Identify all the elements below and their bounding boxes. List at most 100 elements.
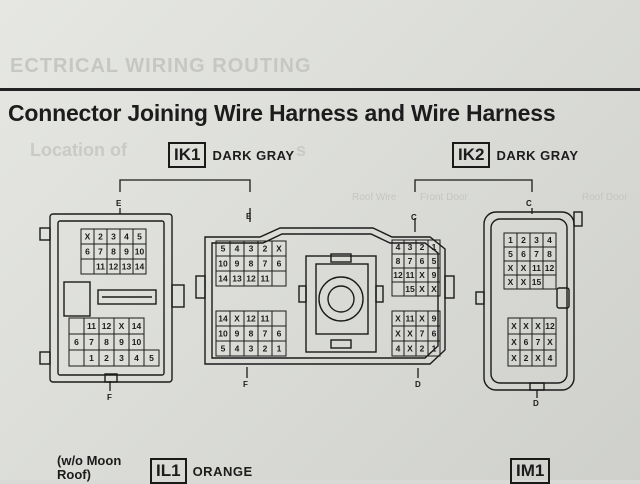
page-title: Connector Joining Wire Harness and Wire … (8, 100, 556, 126)
pin-label: 11 (87, 321, 96, 331)
pin-label: 5 (508, 249, 513, 259)
pin-label: 12 (545, 321, 555, 331)
pin-label: 3 (408, 242, 413, 252)
pin-cell (391, 281, 405, 297)
bracket-lines (109, 179, 538, 398)
il1-note-line2: Roof) (57, 467, 91, 482)
mid-center-bottom-tab (330, 339, 352, 349)
il1-note: (w/o Moon Roof) (57, 454, 121, 482)
pin-label: 15 (405, 284, 415, 294)
connector-label-ik1: IK1 DARK GRAY (168, 142, 295, 168)
pin-label: 10 (218, 329, 228, 339)
pin-label: 11 (532, 263, 541, 273)
pin-label: 12 (545, 263, 555, 273)
pin-label: 8 (111, 247, 116, 257)
pin-label: 1 (277, 344, 282, 354)
pin-label: 7 (420, 329, 425, 339)
mid-inner (211, 233, 439, 359)
ik2-inner (490, 218, 568, 384)
faded-mid-label-2: Front Door (420, 192, 468, 203)
pin-label: X (395, 314, 401, 324)
letter-f-left: F (107, 393, 112, 402)
pin-label: 1 (508, 235, 513, 245)
pin-label: 14 (132, 321, 142, 331)
pin-label: 7 (534, 249, 539, 259)
pin-label: X (419, 284, 425, 294)
pin-label: 6 (277, 259, 282, 269)
pin-label: X (521, 277, 527, 287)
pin-cell (543, 349, 557, 367)
pin-label: X (508, 263, 514, 273)
pin-label: 11 (261, 274, 270, 284)
faded-mid-label-1: Roof Wire (352, 192, 397, 203)
pin-label: 5 (149, 353, 154, 363)
pin-label: X (508, 277, 514, 287)
pin-label: X (511, 353, 517, 363)
pin-label: X (511, 337, 517, 347)
pin-label: 5 (432, 256, 437, 266)
pin-label: 5 (137, 232, 142, 242)
pin-label: X (395, 329, 401, 339)
pin-label: 6 (85, 247, 90, 257)
ik2-latch (556, 287, 570, 309)
pin-label: X (511, 321, 517, 331)
pin-label: 7 (408, 256, 413, 266)
pin-label: 8 (249, 259, 254, 269)
ik1-key-slot (97, 289, 157, 305)
pin-label: 7 (98, 247, 103, 257)
pin-label: X (119, 321, 125, 331)
pin-label: 2 (98, 232, 103, 242)
pin-label: X (535, 353, 541, 363)
pin-label: 8 (396, 256, 401, 266)
pin-label: 14 (218, 314, 228, 324)
mid-tab-left (195, 275, 206, 299)
pin-label: 11 (406, 314, 415, 324)
pin-label: 4 (396, 344, 401, 354)
pin-cell (68, 349, 85, 367)
pin-label: 1 (432, 344, 437, 354)
pin-label: 15 (532, 277, 542, 287)
bracket-ik1 (119, 179, 251, 192)
connector-middle-housing (195, 227, 455, 365)
pin-cell (80, 258, 95, 275)
pin-label: 3 (249, 244, 254, 254)
pin-label: X (521, 263, 527, 273)
pin-label: 10 (132, 337, 142, 347)
mid-tab-right (444, 275, 455, 299)
pin-cell (132, 258, 147, 275)
il1-note-line1: (w/o Moon (57, 453, 122, 468)
pin-label: 9 (235, 259, 240, 269)
pin-label: X (431, 284, 437, 294)
pin-label: 10 (218, 259, 228, 269)
pin-label: 2 (521, 235, 526, 245)
pin-label: 4 (548, 353, 553, 363)
pin-label: 4 (547, 235, 552, 245)
pin-label: 1 (89, 353, 94, 363)
pin-label: 7 (263, 329, 268, 339)
pin-label: 6 (420, 256, 425, 266)
pin-label: 13 (232, 274, 242, 284)
bracket-ik2 (414, 179, 533, 192)
pin-label: 2 (104, 353, 109, 363)
pin-label: 4 (396, 242, 401, 252)
pin-label: 2 (420, 344, 425, 354)
pin-label: X (419, 270, 425, 280)
connector-ik1-housing (39, 213, 185, 383)
pin-label: 11 (96, 262, 105, 272)
letter-c-right: C (526, 199, 532, 208)
ik2-bottom-notch (529, 382, 545, 391)
pin-label: 10 (135, 247, 145, 257)
pin-label: X (419, 314, 425, 324)
ik1-key-left (63, 281, 91, 317)
connector-ik2-housing (475, 211, 583, 391)
pin-label: 9 (432, 314, 437, 324)
ik1-inner (57, 220, 165, 376)
pin-cell (427, 281, 441, 297)
pin-label: 14 (218, 274, 228, 284)
pin-label: 12 (246, 314, 256, 324)
